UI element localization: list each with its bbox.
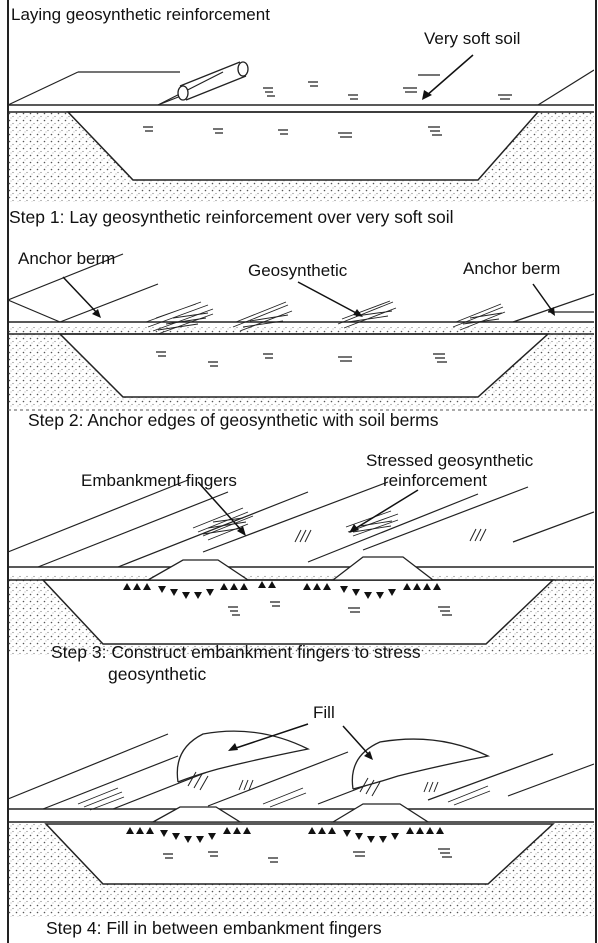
step4-drawing [8,694,594,943]
anchor-berm-left-label: Anchor berm [18,250,115,267]
step2-panel: Anchor berm Geosynthetic Anchor berm Ste… [8,232,594,432]
step3-caption-line2: geosynthetic [108,666,206,684]
step4-caption: Step 4: Fill in between embankment finge… [46,920,382,938]
geosynthetic-roll [178,62,248,100]
step1-panel: Laying geosynthetic reinforcement Very s… [8,0,594,232]
fill-label: Fill [313,704,335,721]
embankment-fingers-label: Embankment fingers [81,472,237,489]
stressed-geosynthetic-label-1: Stressed geosynthetic [366,452,533,469]
geosynthetic-label: Geosynthetic [248,262,347,279]
step3-caption-line1: Step 3: Construct embankment fingers to … [51,644,421,662]
step2-caption: Step 2: Anchor edges of geosynthetic wit… [28,412,439,430]
laying-label: Laying geosynthetic reinforcement [11,6,270,23]
stressed-geosynthetic-label-2: reinforcement [383,472,487,489]
step1-caption: Step 1: Lay geosynthetic reinforcement o… [9,209,454,227]
very-soft-soil-label: Very soft soil [424,30,520,47]
step3-panel: Embankment fingers Stressed geosynthetic… [8,432,594,694]
anchor-berm-right-label: Anchor berm [463,260,560,277]
step4-panel: Fill Step 4: Fill in between embankment … [8,694,594,943]
